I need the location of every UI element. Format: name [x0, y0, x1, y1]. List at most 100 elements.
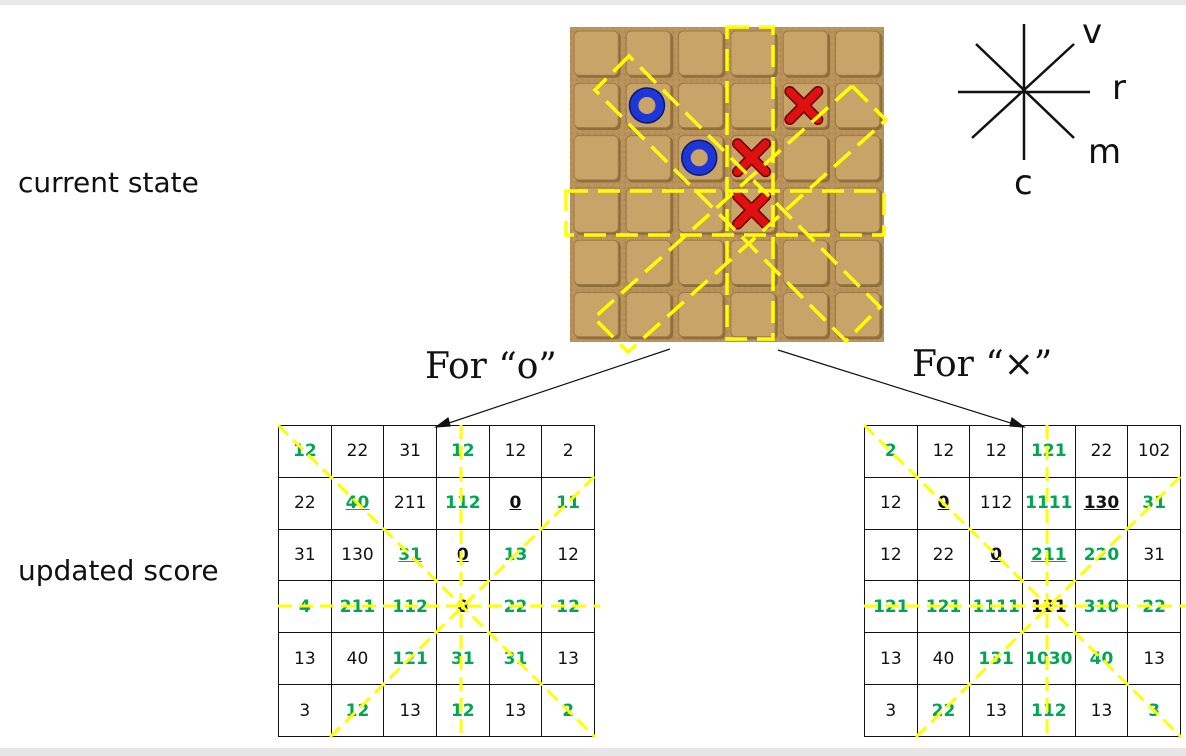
o-score-cell: 11: [541, 476, 595, 530]
board-tile: [730, 292, 776, 338]
board-tile: [625, 239, 672, 285]
o-score-cell: 31: [488, 632, 543, 686]
o-score-cell: 211: [383, 476, 437, 530]
diagonal-down-box: [592, 53, 883, 344]
board-tile: [573, 30, 619, 76]
arrow-to-x-grid: [777, 349, 1021, 427]
o-score-cell: 130: [330, 528, 385, 582]
x-score-cell: 12: [969, 425, 1023, 478]
board-tile: [835, 292, 881, 338]
x-score-cell: 3: [1127, 684, 1181, 737]
o-score-cell: 112: [435, 476, 490, 530]
x-score-cell: 121: [1021, 580, 1076, 634]
game-board: [564, 25, 889, 355]
o-score-cell: 0: [435, 580, 490, 634]
x-score-cell: 13: [969, 684, 1023, 737]
x-score-cell: 13: [864, 632, 918, 686]
x-score-cell: 2: [864, 425, 918, 478]
o-score-cell: 40: [330, 632, 385, 686]
board-tile: [835, 82, 881, 129]
o-score-cell: 31: [383, 528, 437, 582]
o-score-cell: 13: [541, 632, 595, 686]
board-tile: [782, 135, 829, 181]
o-score-cell: 13: [488, 684, 543, 737]
x-score-cell: 1030: [1021, 632, 1076, 686]
x-score-cell: 112: [1021, 684, 1076, 737]
board-tile: [573, 239, 619, 285]
board-tile: [782, 239, 829, 285]
arrow-to-o-grid: [439, 348, 671, 427]
o-score-cell: 40: [330, 476, 385, 530]
for-o-label: For “o”: [425, 346, 557, 387]
board-tile: [835, 187, 881, 233]
x-score-cell: 310: [1074, 580, 1129, 634]
horizontal-line-box: [564, 189, 886, 237]
o-score-cell: 12: [278, 425, 332, 478]
o-score-cell: 13: [278, 632, 332, 686]
x-score-cell: 121: [1021, 425, 1076, 478]
compass-diagonal-up-line: [971, 43, 1075, 139]
o-score-cell: 0: [435, 528, 490, 582]
board-tile: [573, 82, 619, 129]
o-piece-icon: [681, 140, 717, 176]
o-score-cell: 4: [278, 580, 332, 634]
board-tile: [678, 187, 724, 233]
board-tile: [782, 30, 829, 76]
diagonal-up-box: [591, 83, 889, 355]
x-score-cell: 13: [1127, 632, 1181, 686]
o-score-cell: 12: [435, 425, 490, 478]
x-score-cell: 13: [1074, 684, 1129, 737]
o-score-cell: 13: [488, 528, 543, 582]
board-tile: [782, 187, 829, 233]
board-tile: [835, 239, 881, 285]
o-score-cell: 31: [278, 528, 332, 582]
o-score-cell: 0: [488, 476, 543, 530]
board-tile: [573, 187, 619, 233]
o-score-cell: 3: [278, 684, 332, 737]
board-tile: [678, 239, 724, 285]
o-score-cell: 22: [330, 425, 385, 478]
o-score-cell: 13: [383, 684, 437, 737]
board-tile: [782, 292, 829, 338]
x-score-cell: 131: [969, 632, 1023, 686]
board-tile: [835, 30, 881, 76]
compass-label-m: m: [1088, 132, 1122, 172]
o-score-cell: 31: [435, 632, 490, 686]
board-tile: [730, 82, 776, 129]
x-score-cell: 22: [1074, 425, 1129, 478]
o-score-cell: 2: [541, 425, 595, 478]
x-score-cell: 1111: [1021, 476, 1076, 530]
board-tile: [730, 30, 776, 76]
board-direction-dashes: [564, 25, 889, 355]
x-score-cell: 12: [864, 528, 918, 582]
x-score-cell: 211: [1021, 528, 1076, 582]
board-tile: [678, 30, 724, 76]
o-score-cell: 31: [383, 425, 437, 478]
x-score-cell: 1111: [969, 580, 1023, 634]
o-score-cell: 112: [383, 580, 437, 634]
x-piece-icon: [732, 190, 772, 230]
board-tile: [835, 135, 881, 181]
x-score-cell: 31: [1127, 528, 1181, 582]
o-score-cell: 121: [383, 632, 437, 686]
x-score-cell: 12: [864, 476, 918, 530]
o-score-cell: 12: [541, 580, 595, 634]
compass-diagonal-down-line: [975, 43, 1075, 139]
x-score-cell: 22: [916, 684, 971, 737]
updated-score-label: updated score: [18, 554, 219, 587]
o-piece-outline: [681, 139, 718, 176]
x-score-cell: 31: [1127, 476, 1181, 530]
arrows: [434, 348, 1026, 428]
current-state-label: current state: [18, 166, 199, 199]
o-score-cell: 2: [541, 684, 595, 737]
x-score-cell: 130: [1074, 476, 1129, 530]
